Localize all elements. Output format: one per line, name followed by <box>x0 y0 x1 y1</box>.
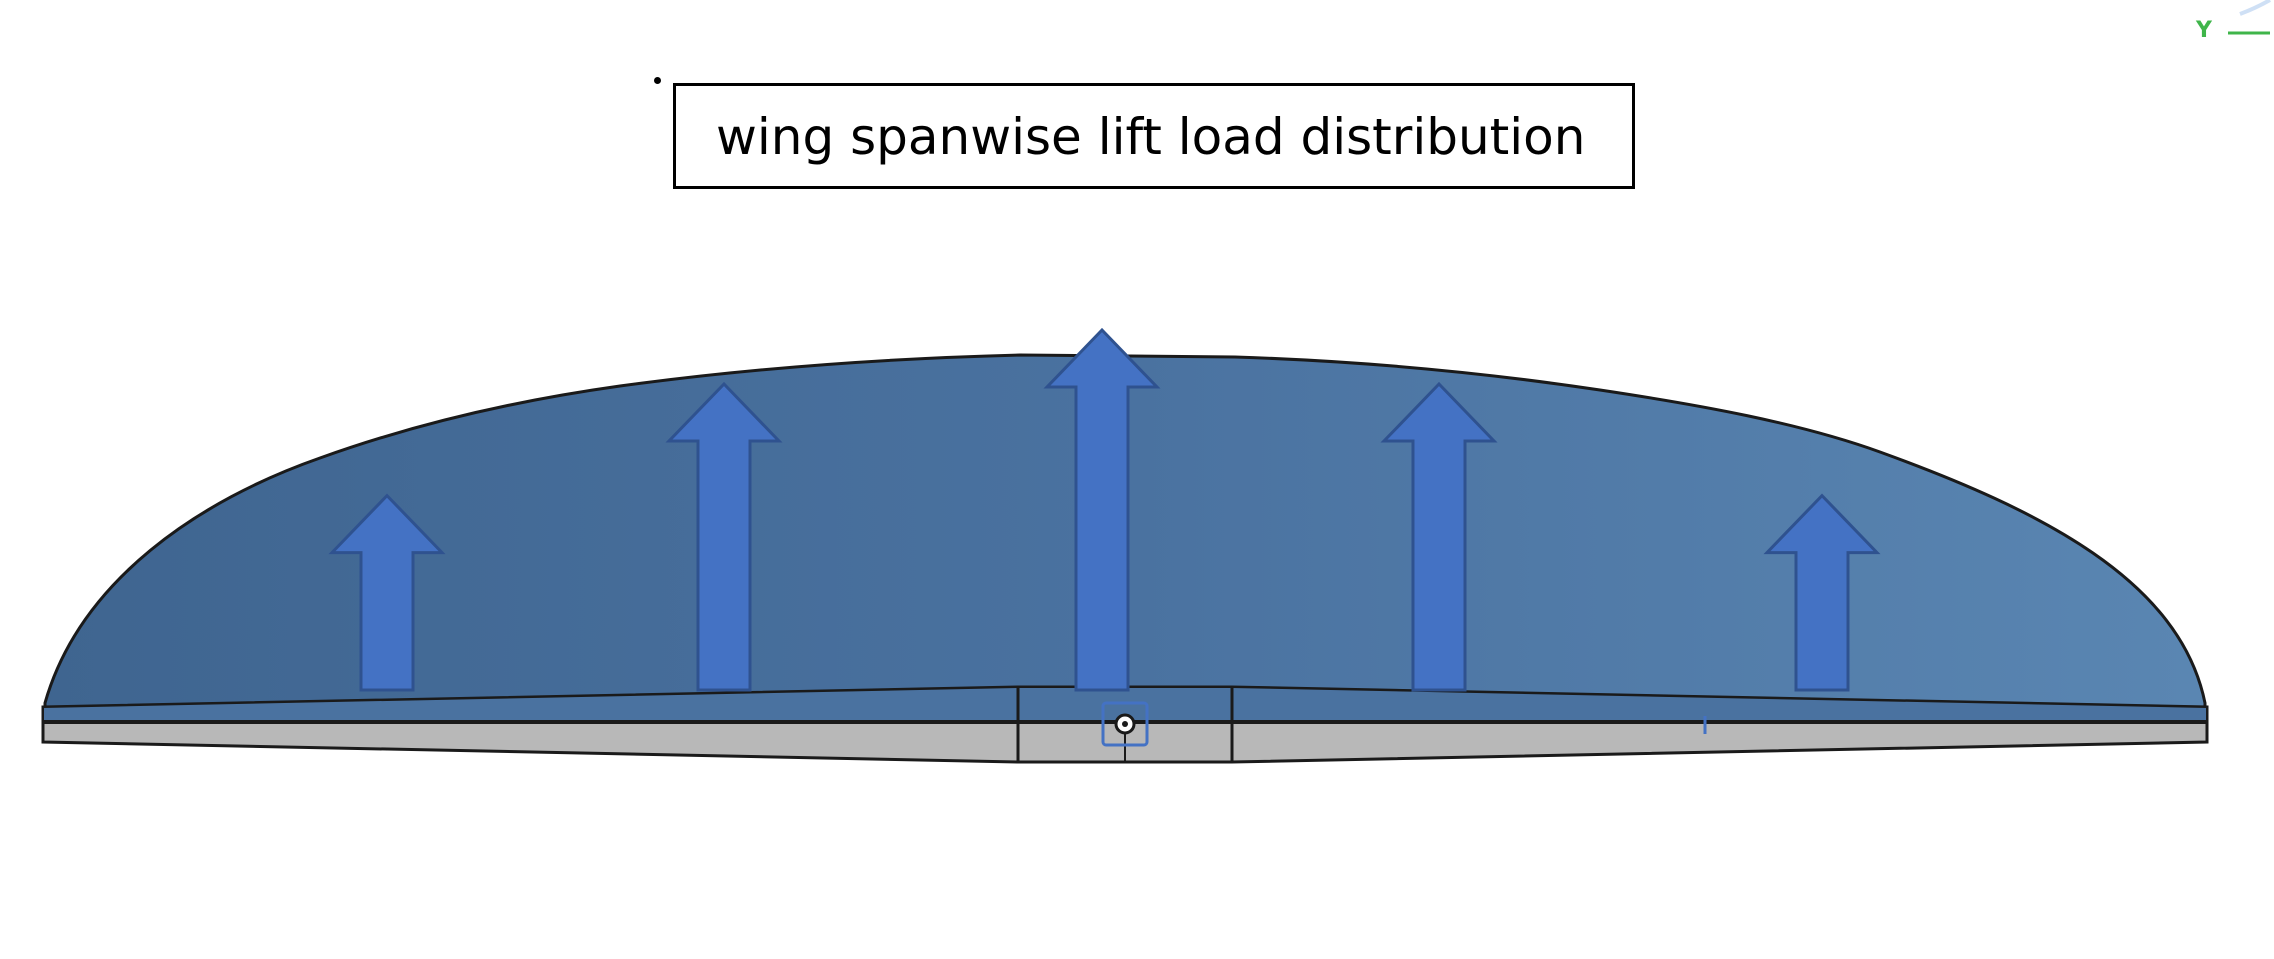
diagram-title: wing spanwise lift load distribution <box>716 108 1586 166</box>
lift-arrows <box>328 327 1881 692</box>
lift-arrow-inner-left <box>665 381 783 692</box>
origin-point-icon <box>1101 701 1149 747</box>
lift-arrow-center <box>1043 327 1161 692</box>
coordinate-axis-icon <box>2228 0 2271 35</box>
title-box: wing spanwise lift load distribution <box>673 83 1635 189</box>
stray-dot <box>654 77 661 84</box>
axis-label-y: Y <box>2196 18 2212 43</box>
lift-arrow-inner-right <box>1380 381 1498 692</box>
lift-arrow-outer-left <box>328 493 446 692</box>
lift-arrow-outer-right <box>1763 493 1881 692</box>
